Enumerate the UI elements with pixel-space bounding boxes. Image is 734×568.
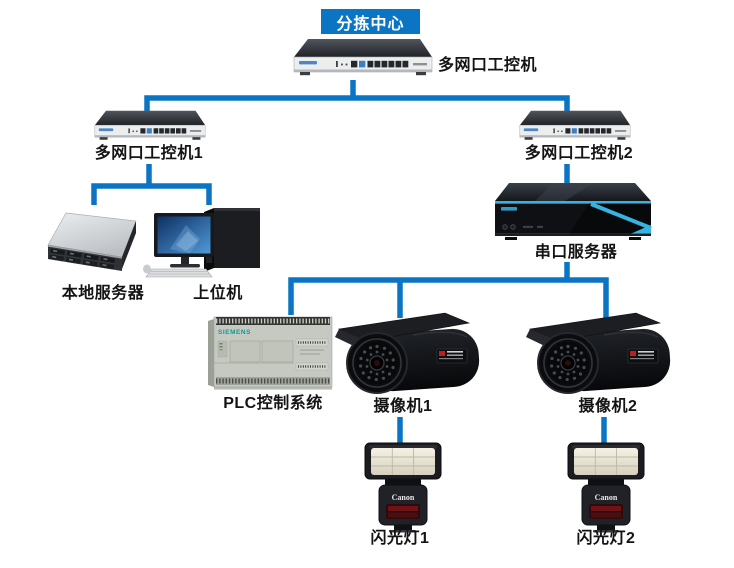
speedlite-flash-icon: Canon (567, 442, 645, 533)
label-top-controller: 多网口工控机 (438, 57, 538, 74)
label-controller2: 多网口工控机2 (524, 145, 634, 162)
label-camera2: 摄像机2 (578, 398, 638, 415)
rack-server-icon (47, 212, 137, 271)
node-local-server (44, 205, 140, 279)
label-flash1: 闪光灯1 (370, 530, 430, 547)
edge-bus-pair (91, 183, 212, 205)
node-controller2 (518, 110, 632, 146)
label-local-server: 本地服务器 (61, 285, 145, 302)
label-controller1: 多网口工控机1 (94, 145, 204, 162)
workstation-pc-icon (143, 208, 260, 278)
industrial-pc-icon (519, 110, 631, 140)
label-plc: PLC控制系统 (223, 395, 323, 412)
speedlite-flash-icon: Canon (364, 442, 442, 533)
label-flash2: 闪光灯2 (576, 530, 636, 547)
label-camera1: 摄像机1 (373, 398, 433, 415)
node-camera2 (524, 309, 678, 401)
serial-server-icon (495, 183, 652, 240)
node-camera1 (333, 309, 487, 401)
node-host-pc (142, 205, 268, 281)
flash-brand-text: Canon (392, 493, 415, 502)
plc-brand-text: SIEMENS (218, 329, 251, 336)
node-top-controller (292, 38, 434, 83)
node-flash1: Canon (361, 441, 445, 533)
flash-brand-text: Canon (595, 493, 618, 502)
node-plc: SIEMENS (208, 311, 336, 393)
node-controller1 (93, 110, 207, 146)
bullet-camera-icon (335, 312, 480, 394)
bullet-camera-icon (526, 312, 671, 394)
industrial-pc-icon (293, 39, 433, 76)
edge-bus2 (288, 277, 609, 318)
node-serial-server (493, 181, 653, 245)
label-serial-server: 串口服务器 (534, 244, 618, 261)
node-flash2: Canon (564, 441, 648, 533)
edge-bus1 (144, 95, 570, 117)
diagram-title: 分拣中心 (336, 15, 405, 33)
industrial-pc-icon (94, 110, 206, 140)
plc-icon: SIEMENS (208, 316, 333, 390)
label-host-pc: 上位机 (193, 285, 243, 302)
title-badge: 分拣中心 (321, 9, 420, 34)
